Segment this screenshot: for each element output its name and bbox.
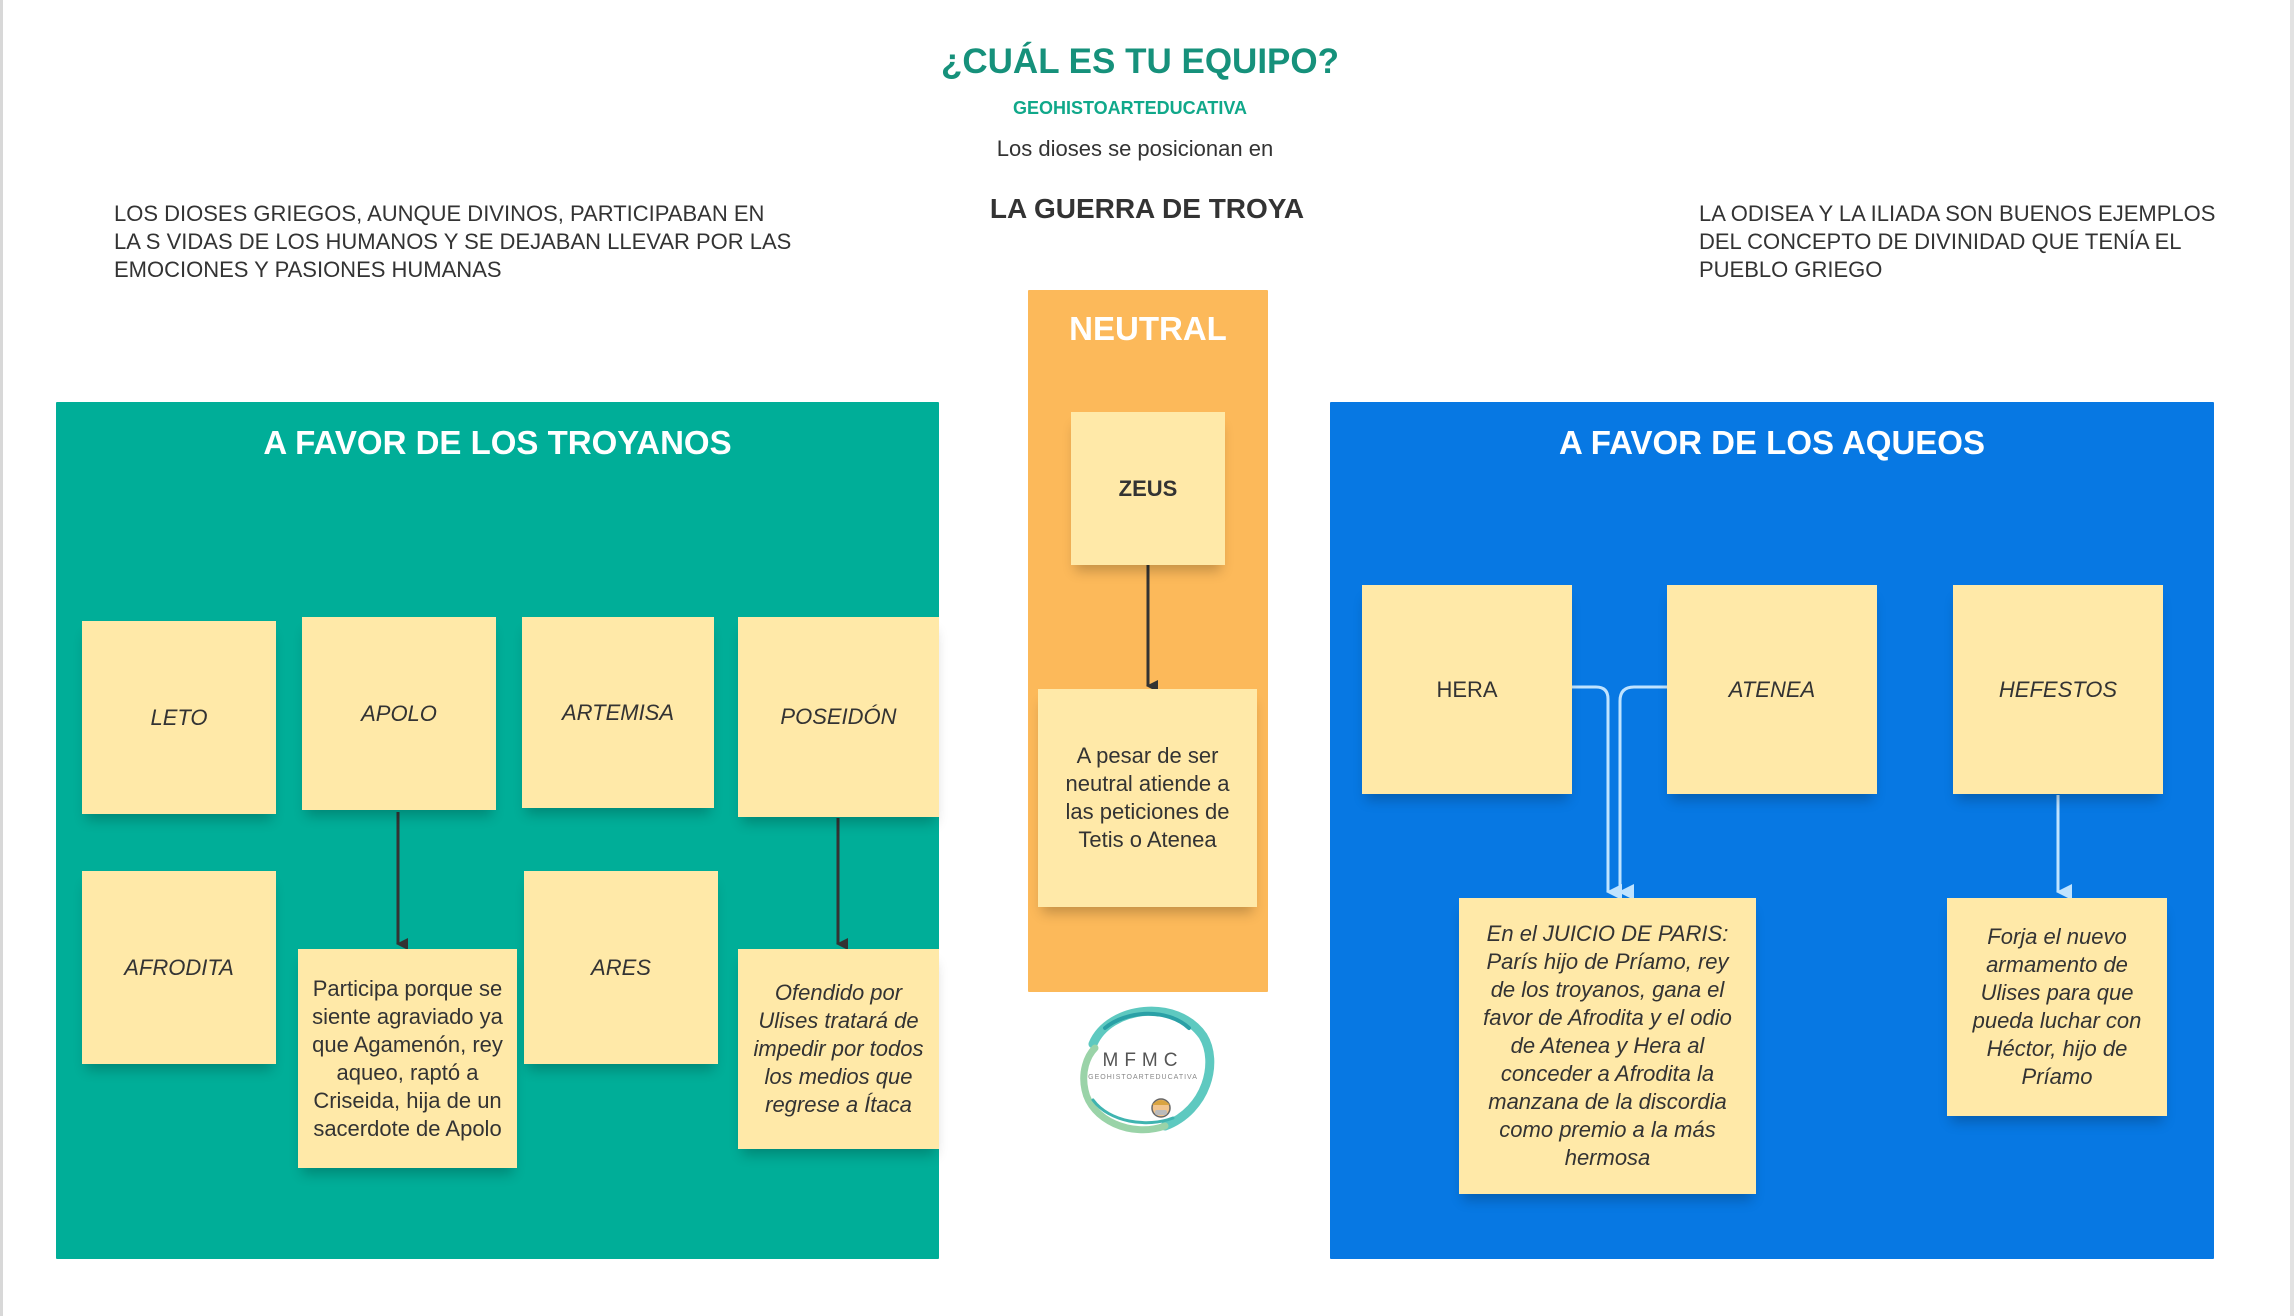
logo-subtext: GEOHISTOARTEDUCATIVA [1088,1074,1198,1081]
sticky-hefestos[interactable]: HEFESTOS [1953,585,2163,794]
right-border [2290,0,2294,1316]
panel-aqueos-title: A FAVOR DE LOS AQUEOS [1559,424,1985,461]
sticky-poseidon-note[interactable]: Ofendido por Ulises tratará de impedir p… [738,949,939,1149]
note-right[interactable]: LA ODISEA Y LA ILIADA SON BUENOS EJEMPLO… [1699,201,2216,282]
page-title: ¿CUÁL ES TU EQUIPO? [941,42,1339,81]
note-left[interactable]: LOS DIOSES GRIEGOS, AUNQUE DIVINOS, PART… [114,201,792,282]
sticky-ares[interactable]: ARES [524,871,718,1064]
war-heading: LA GUERRA DE TROYA [989,193,1305,224]
sticky-hera[interactable]: HERA [1362,585,1572,794]
sticky-zeus[interactable]: ZEUS [1071,412,1225,565]
sticky-apolo[interactable]: APOLO [302,617,496,810]
sticky-leto[interactable]: LETO [82,621,276,814]
sticky-afrodita[interactable]: AFRODITA [82,871,276,1064]
sticky-atenea[interactable]: ATENEA [1667,585,1877,794]
logo-text: MFMC [1102,1050,1184,1071]
logo: MFMC GEOHISTOARTEDUCATIVA [1069,992,1217,1140]
sticky-zeus-note[interactable]: A pesar de ser neutral atiende a las pet… [1038,689,1257,907]
sticky-apolo-note[interactable]: Participa porque se siente agraviado ya … [298,949,517,1168]
intro-text: Los dioses se posicionan en [996,136,1274,161]
panel-troyanos-title: A FAVOR DE LOS TROYANOS [263,424,732,461]
panel-neutral-title: NEUTRAL [1069,310,1227,347]
sticky-artemisa[interactable]: ARTEMISA [522,617,714,808]
sticky-poseidon[interactable]: POSEIDÓN [738,617,939,817]
sticky-judgement-note[interactable]: En el JUICIO DE PARIS: París hijo de Prí… [1459,898,1756,1194]
sticky-hefestos-note[interactable]: Forja el nuevo armamento de Ulises para … [1947,898,2167,1116]
left-border [0,0,3,1316]
page-subtitle: GEOHISTOARTEDUCATIVA [1012,98,1247,118]
logo-ring-icon [1080,1006,1215,1134]
